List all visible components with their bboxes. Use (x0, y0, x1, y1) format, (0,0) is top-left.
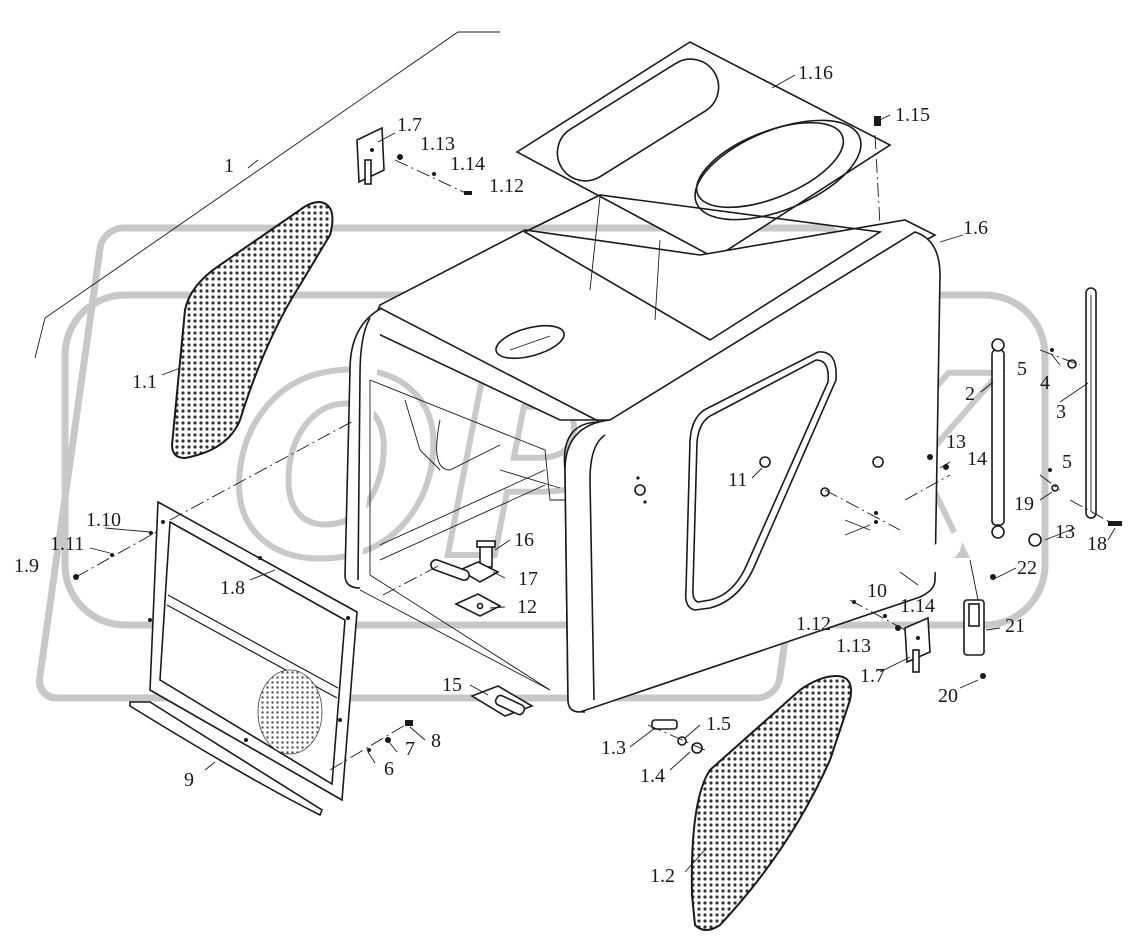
label-1: 1 (224, 155, 234, 177)
label-1-3: 1.3 (601, 737, 626, 759)
label-1-15: 1.15 (895, 104, 930, 126)
label-5-upper: 5 (1017, 358, 1027, 380)
label-1-1: 1.1 (132, 371, 157, 393)
label-22: 22 (1017, 557, 1037, 579)
label-1-12-upper: 1.12 (489, 175, 524, 197)
label-11: 11 (728, 469, 747, 491)
leader-lines (89, 74, 1116, 873)
label-1-14-upper: 1.14 (450, 153, 485, 175)
label-1-7-lower: 1.7 (860, 665, 885, 687)
label-1-16: 1.16 (798, 62, 833, 84)
label-21: 21 (1005, 615, 1025, 637)
label-1-6: 1.6 (963, 217, 988, 239)
label-1-14-lower: 1.14 (900, 595, 935, 617)
center-lines (75, 159, 1111, 771)
label-13-lower: 13 (1055, 521, 1075, 543)
label-16: 16 (514, 529, 534, 551)
part-labels: 1 1.1 1.2 1.3 1.4 1.5 1.6 1.7 1.7 1.8 1.… (14, 62, 1107, 887)
latch (963, 559, 985, 656)
stay-bar (1085, 287, 1097, 519)
label-1-10: 1.10 (86, 509, 121, 531)
label-1-12-lower: 1.12 (796, 613, 831, 635)
gas-strut (991, 338, 1005, 539)
right-mesh-panel (690, 674, 852, 931)
label-1-13-upper: 1.13 (420, 133, 455, 155)
label-8: 8 (431, 730, 441, 752)
label-19: 19 (1014, 493, 1034, 515)
roof-panel (515, 41, 892, 259)
label-1-5: 1.5 (706, 713, 731, 735)
label-10: 10 (867, 580, 887, 602)
front-frame (148, 500, 358, 802)
label-9: 9 (184, 769, 194, 791)
label-2: 2 (965, 383, 975, 405)
label-12: 12 (517, 596, 537, 618)
label-1-11: 1.11 (50, 533, 84, 555)
label-20: 20 (938, 685, 958, 707)
label-17: 17 (518, 568, 538, 590)
label-5-lower: 5 (1062, 451, 1072, 473)
label-15: 15 (442, 674, 462, 696)
label-6: 6 (384, 758, 394, 780)
label-3: 3 (1056, 401, 1066, 423)
label-1-7-upper: 1.7 (397, 114, 422, 136)
label-4: 4 (1040, 372, 1050, 394)
door-handle (896, 530, 962, 580)
cab-body (344, 194, 941, 713)
hinge-assembly (430, 540, 534, 717)
assembly-1-bracket (34, 31, 500, 359)
label-1-13-lower: 1.13 (836, 635, 871, 657)
fasteners (73, 116, 1122, 754)
hinge-bracket-upper (356, 126, 385, 185)
label-1-2: 1.2 (650, 865, 675, 887)
hinge-bracket-lower (904, 616, 931, 673)
seal-strip (129, 701, 323, 817)
label-7: 7 (405, 738, 415, 760)
label-1-4: 1.4 (640, 765, 665, 787)
left-mesh-panel (170, 200, 334, 460)
label-18: 18 (1087, 533, 1107, 555)
label-14: 14 (967, 448, 987, 470)
label-13-upper: 13 (946, 431, 966, 453)
label-1-9: 1.9 (14, 555, 39, 577)
label-1-8: 1.8 (220, 577, 245, 599)
